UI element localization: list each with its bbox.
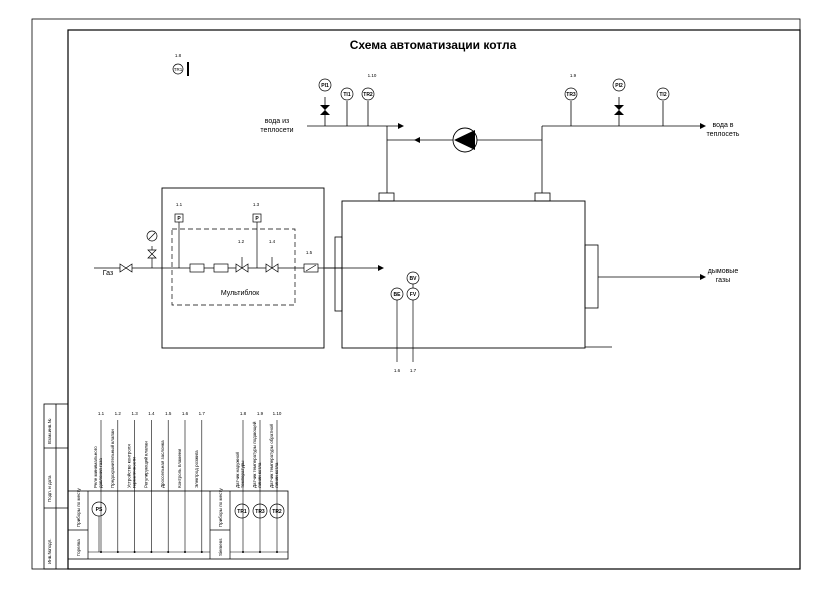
tag-1-1: 1.1 — [176, 202, 183, 207]
gas-train — [119, 213, 319, 273]
table-position: 1.2 — [115, 411, 122, 416]
svg-text:1.6: 1.6 — [394, 368, 401, 373]
table-device-name: Реле минимального — [93, 446, 98, 488]
table-device-name: Датчик температуры обратной — [268, 424, 274, 488]
svg-text:TI1: TI1 — [343, 92, 350, 98]
table-device-name: температуры — [240, 460, 245, 488]
gas-label: Газ — [103, 270, 113, 277]
table-device-name: давления газа — [98, 458, 103, 488]
flow-arrows — [378, 123, 706, 280]
table-node — [242, 551, 244, 553]
table-node — [276, 551, 278, 553]
table-node — [116, 551, 119, 553]
table-device-name: Контроль пламени — [177, 449, 182, 488]
svg-text:TR3: TR3 — [566, 92, 576, 98]
table-device-name: герметичности — [132, 457, 137, 488]
boiler-body — [341, 200, 586, 349]
svg-text:FV: FV — [410, 292, 417, 298]
svg-text:TR2: TR2 — [363, 92, 373, 98]
table-device-name: Предохранительный клапан — [109, 429, 115, 488]
svg-text:1.10: 1.10 — [368, 73, 377, 78]
flue-gas-label-1: дымовые — [708, 268, 739, 275]
svg-text:Приборы по месту: Приборы по месту — [76, 488, 81, 527]
stamp-block: Взам.инв.№ Подп. и дата Инв.№подл. — [43, 403, 69, 570]
multiblock-label: Мультиблок — [221, 289, 260, 297]
tag-1-5: 1.5 — [306, 250, 313, 255]
svg-text:1.8: 1.8 — [175, 53, 182, 58]
instrument-tr3: 1.9 TR3 — [564, 73, 578, 101]
table-device-name: линии котла — [257, 462, 262, 488]
boiler-nozzle-supply — [534, 192, 551, 202]
table-position: 1.6 — [182, 411, 189, 416]
svg-text:Горелка: Горелка — [76, 539, 81, 556]
flue-gas-label-2: газы — [716, 277, 730, 284]
table-node — [100, 551, 102, 553]
svg-text:Приборы по месту: Приборы по месту — [218, 488, 223, 527]
table-node — [167, 551, 170, 553]
svg-text:BV: BV — [410, 276, 418, 282]
table-position: 1.4 — [148, 411, 155, 416]
burner-box — [161, 187, 325, 349]
svg-text:TR1: TR1 — [174, 67, 183, 72]
svg-text:Инв.№подл.: Инв.№подл. — [47, 538, 52, 564]
table-device-name: Электрод розжига — [194, 450, 199, 488]
water-in-label-1: вода из — [265, 118, 289, 125]
table-position: 1.3 — [131, 411, 138, 416]
table-position: 1.7 — [199, 411, 206, 416]
svg-text:1.7: 1.7 — [410, 368, 417, 373]
instrument-tr2: 1.10 TR2 — [361, 73, 377, 101]
svg-text:PI2: PI2 — [615, 83, 623, 89]
table-node — [200, 551, 203, 553]
svg-text:BE: BE — [394, 292, 402, 298]
flue-outlet — [584, 244, 599, 309]
svg-text:PI1: PI1 — [321, 83, 329, 89]
table-position: 1.5 — [165, 411, 172, 416]
water-out-label-1: вода в — [712, 122, 733, 129]
svg-text:Подп. и дата: Подп. и дата — [47, 475, 52, 502]
svg-text:Взам.инв.№: Взам.инв.№ — [47, 418, 52, 444]
table-node — [259, 551, 261, 553]
table-node — [184, 551, 186, 553]
instrument-pi1: PI1 — [318, 78, 332, 115]
table-device-name: Регулирующий клапан — [142, 441, 148, 488]
table-position: 1.8 — [240, 411, 247, 416]
drawing-frame — [67, 29, 801, 570]
table-device-name: Датчик наружной — [234, 452, 240, 488]
instrument-ti2: TI2 — [656, 87, 670, 101]
tag-1-2: 1.2 — [238, 239, 245, 244]
tag-1-3: 1.3 — [253, 202, 260, 207]
instrument-pi2: PI2 — [612, 78, 626, 115]
svg-text:1.9: 1.9 — [570, 73, 577, 78]
svg-text:PS: PS — [96, 507, 103, 513]
burner-flange — [334, 236, 343, 312]
svg-text:Siemens: Siemens — [218, 538, 223, 556]
circulation-pump — [452, 127, 478, 153]
table-node — [133, 551, 136, 553]
diagram-title: Схема автоматизации котла — [350, 38, 517, 52]
pressure-switch-2: P — [255, 216, 259, 222]
instrument-table: Приборы по месту Горелка Приборы по мест… — [67, 488, 289, 560]
boiler-nozzle-return — [378, 192, 395, 202]
svg-text:TI2: TI2 — [659, 92, 666, 98]
table-device-name: линии котла — [274, 462, 279, 488]
table-node — [150, 551, 153, 553]
water-out-label-2: теплосеть — [707, 131, 740, 138]
table-position: 1.10 — [273, 411, 282, 416]
instrument-ti1: TI1 — [340, 87, 354, 101]
table-position: 1.1 — [98, 411, 105, 416]
outdoor-sensor: 1.8 TR1 — [172, 53, 189, 76]
table-device-name: Дроссельная заслонка — [160, 440, 165, 488]
tag-1-4: 1.4 — [269, 239, 276, 244]
multiblock-box — [171, 228, 296, 306]
table-device-name: Датчик температуры подающей — [251, 421, 257, 488]
flame-instruments: BV BE FV 1.6 1.7 — [390, 271, 420, 373]
water-in-label-2: теплосети — [260, 127, 293, 134]
svg-text:TR1: TR1 — [237, 509, 247, 515]
pressure-switch-1: P — [177, 216, 181, 222]
table-device-name: Устройство контроля — [126, 444, 132, 488]
table-position: 1.9 — [257, 411, 264, 416]
